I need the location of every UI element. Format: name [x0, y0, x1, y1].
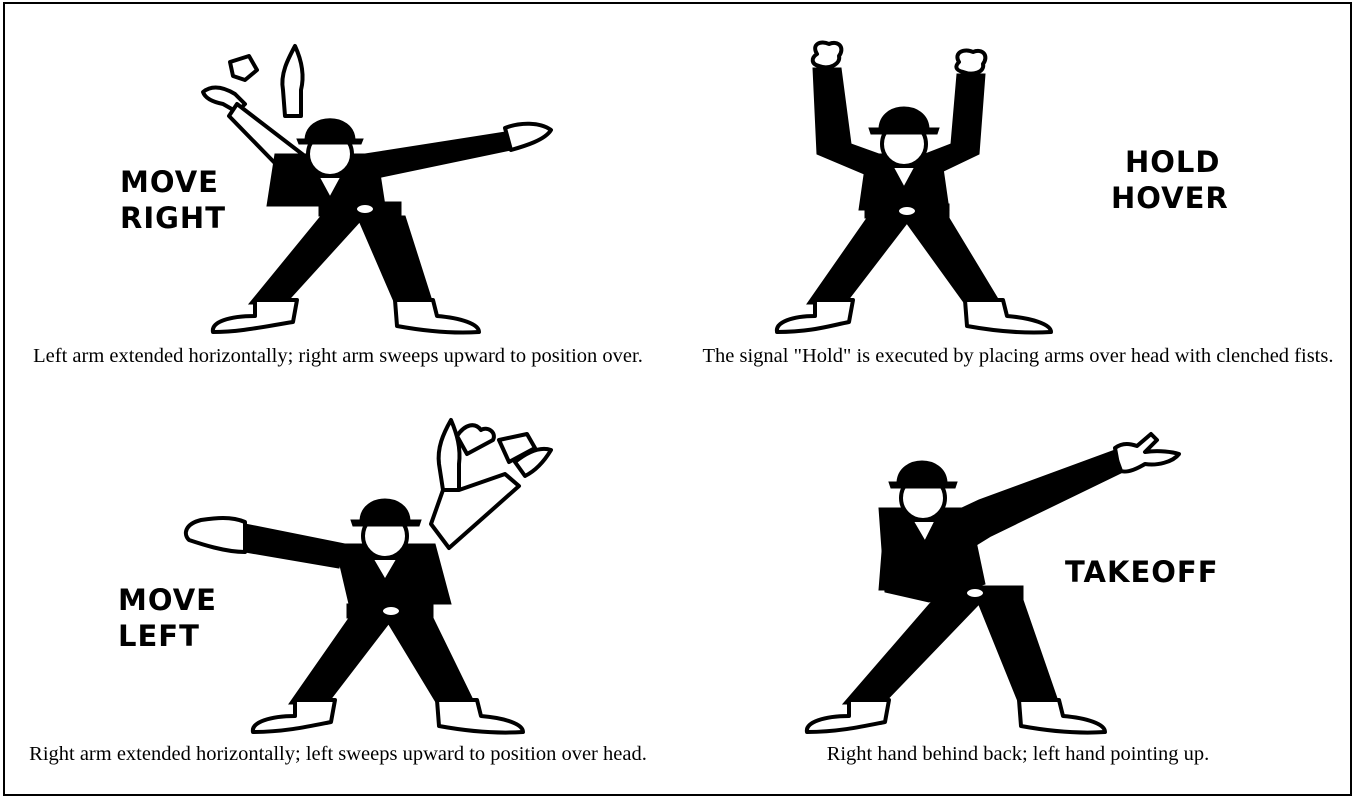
signal-panel-move-right: MOVE RIGHT Left arm extended horizontall…	[5, 4, 679, 404]
takeoff-figure	[804, 432, 1181, 735]
signal-panel-hold-hover: HOLD HOVER The signal "Hold" is executed…	[679, 4, 1353, 404]
hold-hover-label-line-1: HOLD	[1125, 145, 1221, 179]
move-left-label-line-2: LEFT	[118, 619, 200, 653]
move-left-label: MOVE LEFT	[118, 582, 217, 654]
move-right-label-line-2: RIGHT	[120, 201, 226, 235]
move-right-label-line-1: MOVE	[120, 165, 219, 199]
signals-chart-frame: MOVE RIGHT Left arm extended horizontall…	[3, 2, 1352, 796]
takeoff-label: TAKEOFF	[1065, 554, 1219, 590]
hold-hover-figure	[774, 40, 1053, 335]
takeoff-label-line-1: TAKEOFF	[1065, 555, 1219, 589]
hold-hover-label: HOLD HOVER	[1111, 144, 1229, 216]
move-right-caption: Left arm extended horizontally; right ar…	[33, 345, 643, 367]
move-left-label-line-1: MOVE	[118, 583, 217, 617]
signal-panel-takeoff: TAKEOFF Right hand behind back; left han…	[679, 404, 1353, 798]
move-right-label: MOVE RIGHT	[120, 164, 226, 236]
move-right-figure	[201, 44, 553, 335]
signal-panel-move-left: MOVE LEFT Right arm extended horizontall…	[5, 404, 679, 798]
takeoff-caption: Right hand behind back; left hand pointi…	[826, 743, 1210, 765]
hold-hover-label-line-2: HOVER	[1111, 181, 1229, 215]
move-left-figure	[183, 418, 553, 735]
hold-hover-caption: The signal "Hold" is executed by placing…	[702, 345, 1334, 367]
move-left-caption: Right arm extended horizontally; left sw…	[29, 743, 647, 765]
